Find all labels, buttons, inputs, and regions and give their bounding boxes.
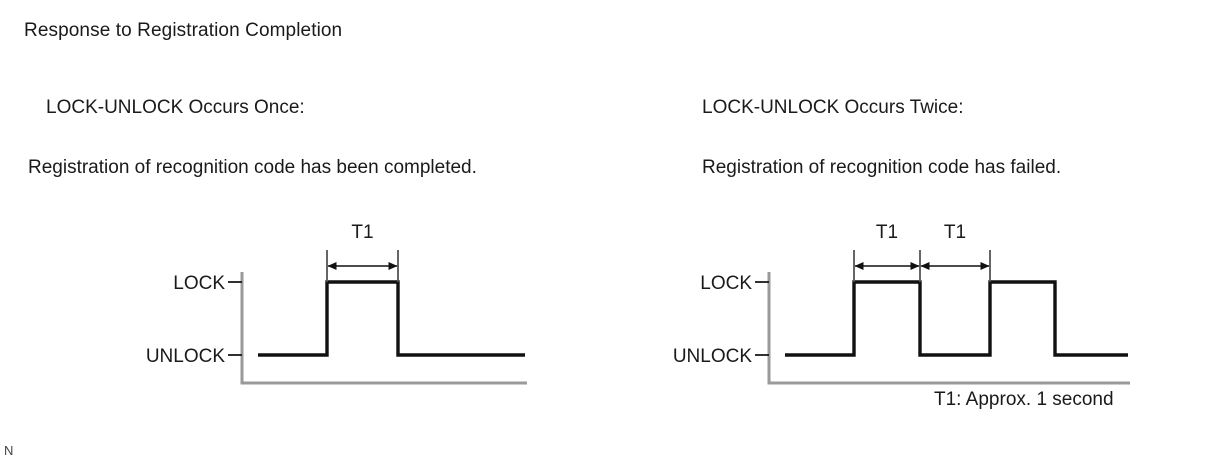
waveform-lock-unlock-once: LOCK UNLOCK T1: [146, 222, 527, 385]
waveform-lock-unlock-twice: LOCK UNLOCK T1 T1: [673, 222, 1130, 385]
chart-axis: [240, 272, 527, 385]
column-description-once: Registration of recognition code has bee…: [28, 157, 477, 178]
page-title: Response to Registration Completion: [24, 20, 343, 41]
signal-trace: [785, 280, 1128, 357]
t1-note: T1: Approx. 1 second: [934, 389, 1114, 410]
column-heading-twice: LOCK-UNLOCK Occurs Twice:: [702, 97, 964, 118]
lock-level-label: LOCK: [700, 273, 752, 294]
column-description-twice: Registration of recognition code has fai…: [702, 157, 1062, 178]
unlock-level-label: UNLOCK: [146, 346, 226, 367]
lock-level-label: LOCK: [173, 273, 225, 294]
column-heading-once: LOCK-UNLOCK Occurs Once:: [46, 97, 305, 118]
signal-trace: [258, 280, 525, 357]
dimension-label-t1: T1: [351, 222, 373, 243]
chart-axis: [767, 272, 1130, 385]
unlock-level-label: UNLOCK: [673, 346, 753, 367]
dimension-label-t1: T1: [944, 222, 966, 243]
page-marker: N: [4, 443, 14, 458]
dimension-label-t1: T1: [876, 222, 898, 243]
